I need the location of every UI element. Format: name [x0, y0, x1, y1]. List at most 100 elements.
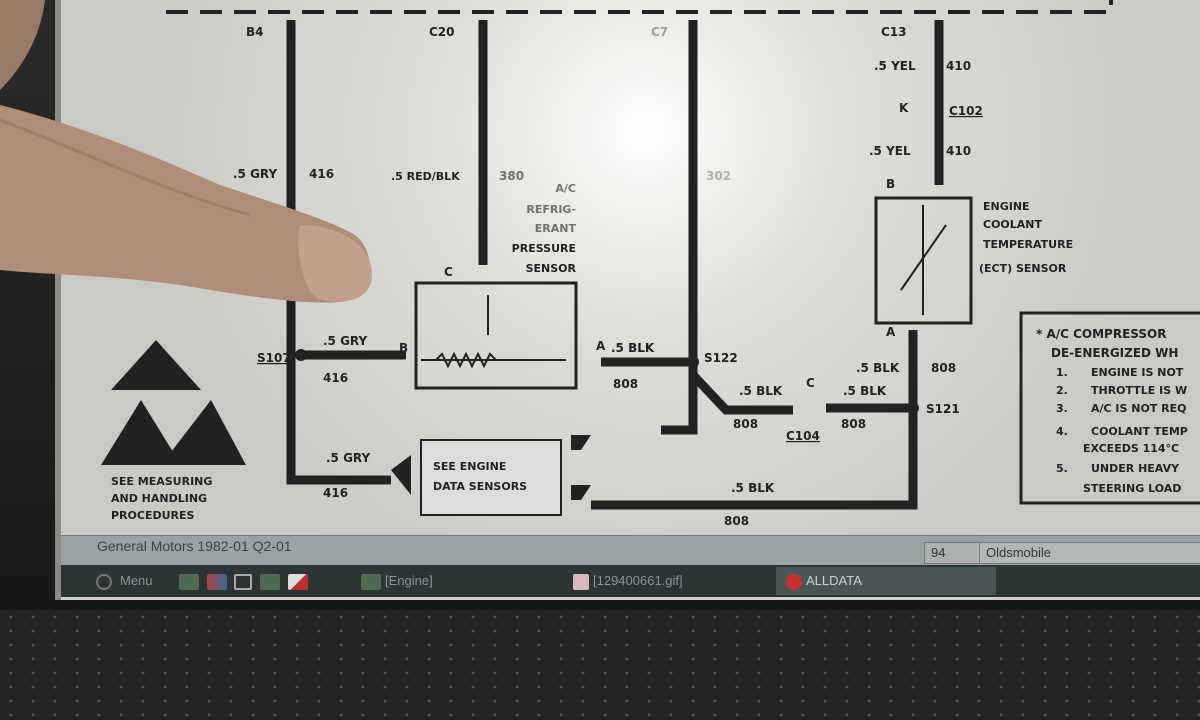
svg-text:808: 808 — [724, 514, 749, 528]
svg-text:A: A — [886, 325, 896, 339]
svg-text:DE-ENERGIZED WH: DE-ENERGIZED WH — [1051, 346, 1178, 360]
svg-text:DATA SENSORS: DATA SENSORS — [433, 480, 527, 493]
source-label: General Motors 1982-01 Q2-01 — [97, 538, 292, 554]
svg-text:C: C — [806, 376, 815, 390]
svg-text:4.: 4. — [1056, 425, 1068, 438]
svg-text:SENSOR: SENSOR — [526, 262, 577, 275]
terminal-icon[interactable] — [234, 573, 253, 590]
svg-text:416: 416 — [323, 371, 348, 385]
esd-caption: SEE MEASURING AND HANDLING PROCEDURES — [111, 475, 212, 522]
svg-text:COOLANT: COOLANT — [983, 218, 1043, 231]
svg-text:302: 302 — [706, 169, 731, 183]
svg-text:808: 808 — [733, 417, 758, 431]
task-gif[interactable]: [129400661.gif] — [573, 571, 683, 591]
splice-s122-label: S122 — [704, 351, 738, 365]
splice-s107 — [295, 349, 307, 361]
desktop-icon[interactable] — [179, 573, 199, 590]
svg-text:COOLANT TEMP: COOLANT TEMP — [1091, 425, 1188, 438]
splice-s122 — [687, 356, 699, 368]
wire-302 — [661, 20, 698, 435]
taskbar: Menu [Engine] [129400661.gif] ALLDATA — [61, 565, 1200, 597]
svg-text:PRESSURE: PRESSURE — [512, 242, 576, 255]
svg-text:.5 BLK: .5 BLK — [731, 481, 775, 495]
task-alldata[interactable]: ALLDATA — [776, 567, 996, 595]
vehicle-make: Oldsmobile — [979, 542, 1200, 564]
svg-text:.5 GRY: .5 GRY — [233, 167, 278, 181]
splice-s107-label: S107 — [257, 351, 291, 365]
quick-launch — [179, 571, 312, 591]
svg-text:ERANT: ERANT — [535, 222, 577, 235]
svg-text:SEE MEASURING: SEE MEASURING — [111, 475, 212, 488]
connector-c7: C7 — [651, 25, 668, 39]
ac-pressure-sensor-box — [414, 281, 578, 390]
note-box — [1019, 311, 1200, 505]
monitor-speaker-grille — [0, 610, 1200, 720]
svg-text:.5 BLK: .5 BLK — [856, 361, 900, 375]
svg-text:416: 416 — [323, 486, 348, 500]
svg-text:.5 BLK: .5 BLK — [739, 384, 783, 398]
svg-text:410: 410 — [946, 144, 971, 158]
svg-text:A/C IS NOT REQ: A/C IS NOT REQ — [1091, 402, 1187, 415]
svg-text:STEERING LOAD: STEERING LOAD — [1083, 482, 1181, 495]
monitor-screen: B4 C20 C7 C13 .5 YEL 410 K C102 .5 YEL 4… — [55, 0, 1200, 600]
status-bar: General Motors 1982-01 Q2-01 94 Oldsmobi… — [61, 535, 1200, 566]
folder-icon — [361, 573, 381, 590]
svg-text:C: C — [444, 265, 453, 279]
splice-s121-label: S121 — [926, 402, 960, 416]
connector-b4: B4 — [246, 25, 264, 39]
svg-text:ENGINE IS NOT: ENGINE IS NOT — [1091, 366, 1184, 379]
svg-text:TEMPERATURE: TEMPERATURE — [983, 238, 1073, 251]
splice-dots — [295, 349, 919, 414]
ect-sensor-box — [874, 196, 973, 325]
sensor-symbol — [421, 295, 566, 369]
svg-text:REFRIG-: REFRIG- — [526, 203, 576, 216]
connector-c104: C104 — [786, 429, 820, 443]
svg-text:3.: 3. — [1056, 402, 1068, 415]
svg-text:B: B — [886, 177, 895, 191]
svg-text:K: K — [899, 101, 909, 115]
menu-icon — [96, 573, 112, 590]
svg-text:.5 RED/BLK: .5 RED/BLK — [391, 170, 460, 183]
svg-text:808: 808 — [931, 361, 956, 375]
wiring-diagram-svg: B4 C20 C7 C13 .5 YEL 410 K C102 .5 YEL 4… — [101, 0, 1200, 528]
svg-text:ENGINE: ENGINE — [983, 200, 1030, 213]
svg-text:.5 GRY: .5 GRY — [326, 451, 371, 465]
module-boundary — [166, 0, 1113, 14]
app-icon[interactable] — [287, 573, 308, 590]
svg-text:THROTTLE IS W: THROTTLE IS W — [1091, 384, 1187, 397]
svg-text:* A/C COMPRESSOR: * A/C COMPRESSOR — [1036, 327, 1166, 341]
svg-text:416: 416 — [309, 167, 334, 181]
svg-text:A: A — [596, 339, 606, 353]
wire-808-c104 — [689, 371, 793, 415]
ac-sensor-label: A/C REFRIG- ERANT PRESSURE SENSOR — [512, 182, 577, 275]
wires — [166, 0, 1113, 510]
svg-text:5.: 5. — [1056, 462, 1068, 475]
task-engine[interactable]: [Engine] — [361, 571, 433, 591]
svg-text:808: 808 — [613, 377, 638, 391]
svg-text:380: 380 — [499, 169, 524, 183]
wiring-diagram: B4 C20 C7 C13 .5 YEL 410 K C102 .5 YEL 4… — [61, 0, 1200, 535]
svg-text:.5 BLK: .5 BLK — [843, 384, 887, 398]
svg-text:AND HANDLING: AND HANDLING — [111, 492, 207, 505]
start-menu-button[interactable]: Menu — [96, 571, 153, 591]
esd-hand-icon — [101, 400, 181, 465]
folder-icon[interactable] — [259, 573, 280, 590]
engine-data-box — [420, 439, 562, 516]
connector-c20: C20 — [429, 25, 455, 39]
wire-416 — [286, 20, 391, 485]
svg-text:.5 YEL: .5 YEL — [874, 59, 916, 73]
wire-808-bottom — [591, 330, 918, 510]
svg-text:UNDER HEAVY: UNDER HEAVY — [1091, 462, 1180, 475]
connector-c102: C102 — [949, 104, 983, 118]
svg-text:SEE ENGINE: SEE ENGINE — [433, 460, 506, 473]
svg-text:410: 410 — [946, 59, 971, 73]
svg-text:A/C: A/C — [555, 182, 576, 195]
page-number: 94 — [924, 542, 982, 564]
svg-text:.5 YEL: .5 YEL — [869, 144, 911, 158]
browser-icon[interactable] — [206, 573, 227, 590]
connector-arrows — [391, 435, 591, 500]
svg-text:B: B — [399, 341, 408, 355]
svg-text:808: 808 — [841, 417, 866, 431]
ect-sensor-label: ENGINE COOLANT TEMPERATURE (ECT) SENSOR — [979, 200, 1073, 275]
thermistor-symbol — [900, 205, 947, 315]
